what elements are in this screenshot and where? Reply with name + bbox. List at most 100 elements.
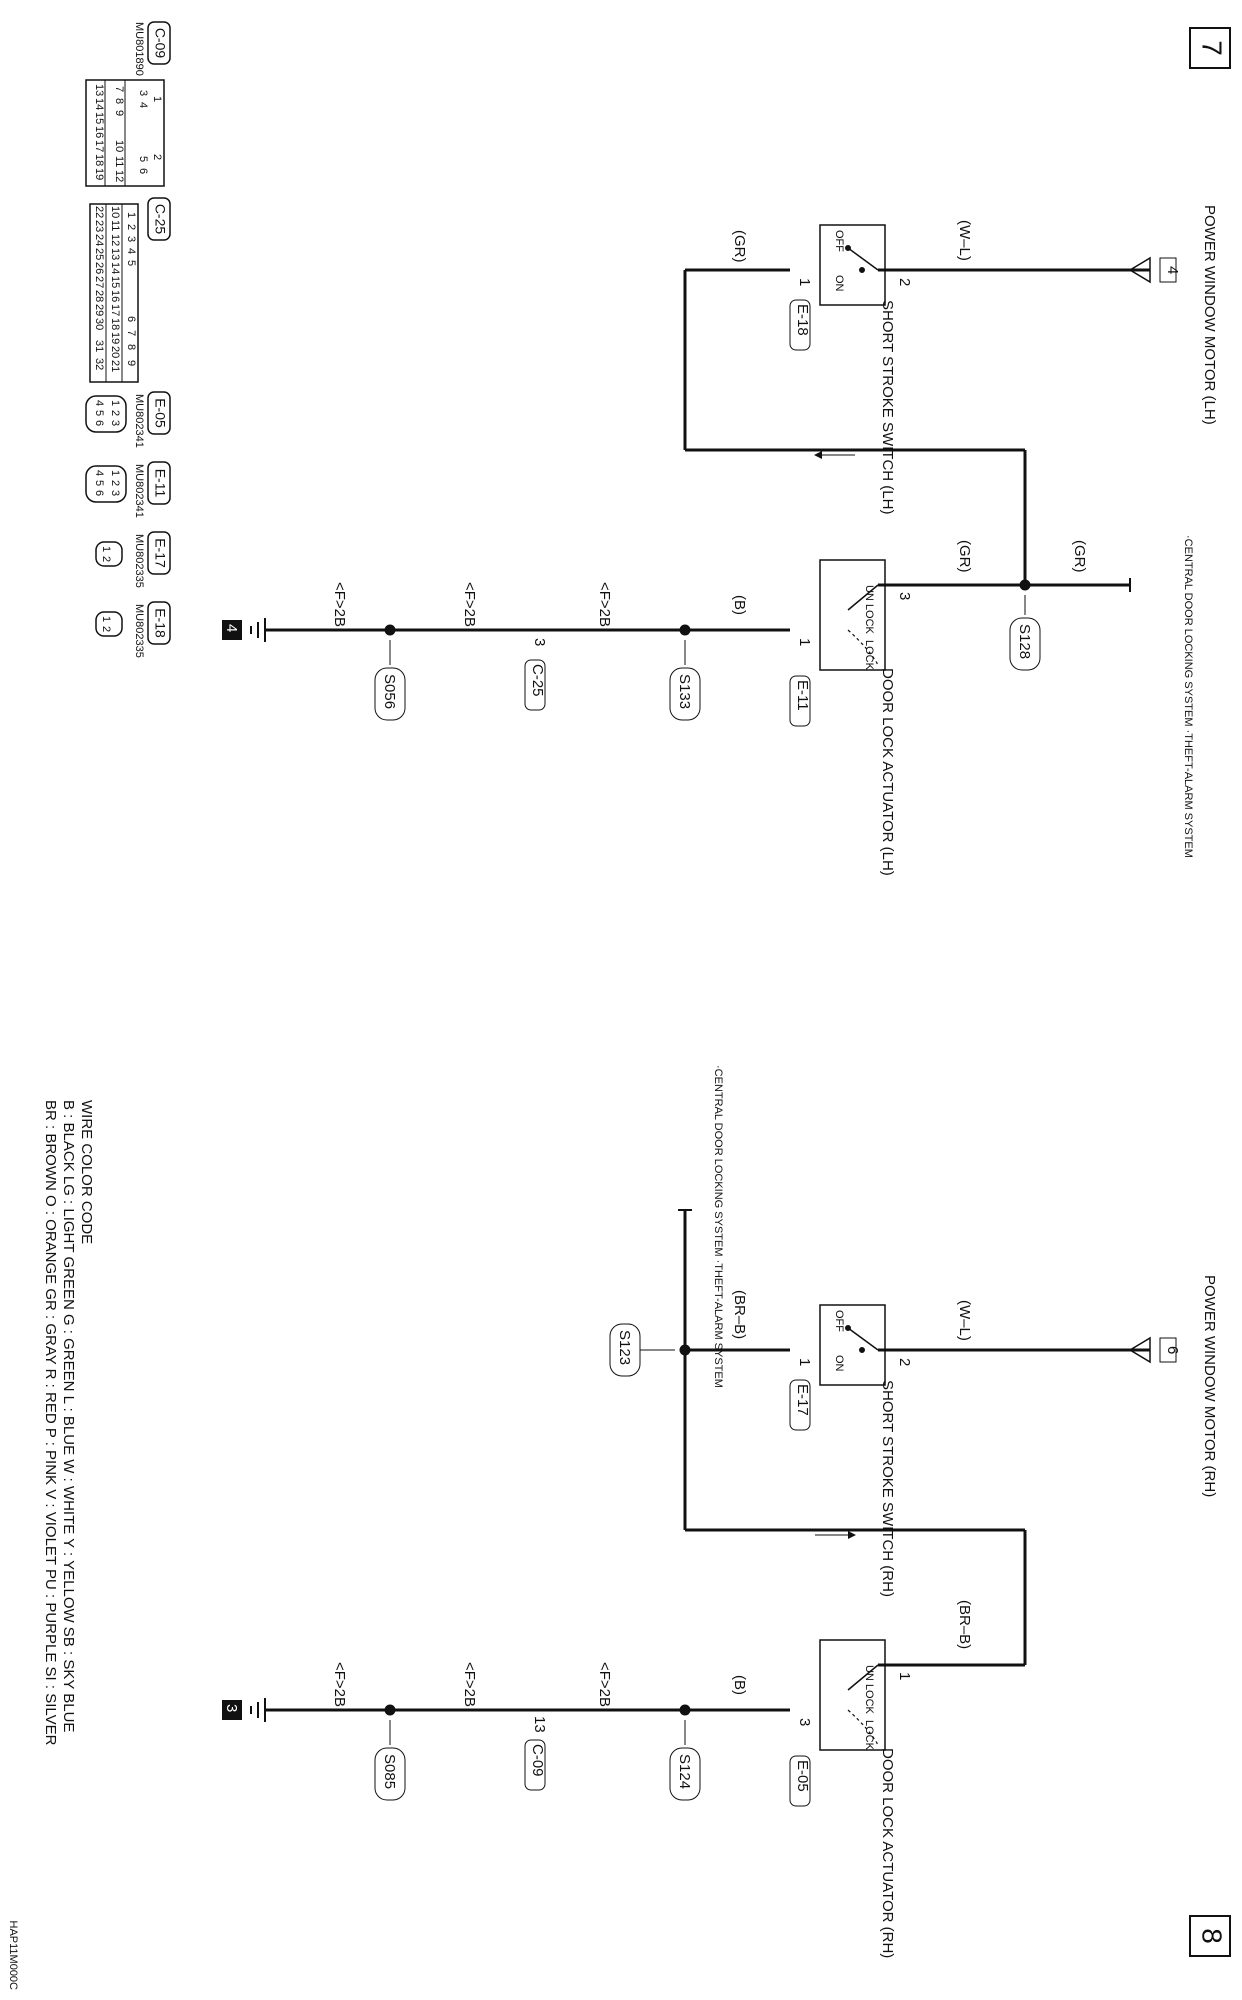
svg-text:E-05: E-05 (152, 398, 168, 428)
svg-text:S085: S085 (381, 1754, 398, 1789)
svg-text:2: 2 (100, 626, 112, 632)
svg-text:18: 18 (109, 318, 121, 330)
svg-text:3: 3 (109, 420, 121, 426)
svg-text:28: 28 (93, 290, 105, 302)
page-marker-8: 8 (1189, 1915, 1231, 1957)
rh-circuit (250, 1209, 1151, 1751)
svg-text:11: 11 (113, 156, 125, 167)
svg-text:20: 20 (109, 346, 121, 358)
svg-text:S133: S133 (676, 674, 693, 709)
svg-text:30: 30 (93, 318, 105, 330)
svg-text:8: 8 (113, 98, 125, 104)
svg-text:4: 4 (93, 400, 105, 406)
svg-text:WIRE COLOR CODE: WIRE COLOR CODE (78, 1100, 95, 1244)
connector-c09: C-09 MU801890 1 2 3 4 5 6 7 8 9 10 11 12… (85, 21, 171, 187)
svg-text:3: 3 (137, 90, 149, 96)
splice-dot-s128 (1019, 579, 1031, 591)
connector-e11: E-11 MU802341 1 2 3 4 5 6 (85, 461, 171, 518)
lh-circuit (250, 224, 1151, 671)
svg-text:1: 1 (109, 470, 121, 476)
svg-text:(GR): (GR) (956, 540, 973, 573)
svg-text:27: 27 (93, 276, 105, 288)
svg-text:3: 3 (125, 236, 137, 242)
svg-text:ON: ON (833, 1355, 845, 1372)
splice-dot-s124 (679, 1704, 691, 1716)
svg-text:2: 2 (109, 410, 121, 416)
svg-text:18: 18 (93, 154, 105, 166)
svg-text:<F>2B: <F>2B (331, 582, 348, 627)
connector-e17: E-17 MU802335 1 2 (95, 531, 171, 588)
svg-text:15: 15 (93, 112, 105, 124)
svg-text:(W–L): (W–L) (956, 220, 973, 261)
connector-code: MU802341 (133, 464, 145, 518)
svg-text:1: 1 (796, 1358, 813, 1366)
svg-text:17: 17 (93, 140, 105, 152)
svg-text:1: 1 (896, 1672, 913, 1680)
svg-text:(W–L): (W–L) (956, 1300, 973, 1341)
connector-code: MU802335 (133, 604, 145, 658)
switch-label-lh: SHORT STROKE SWITCH (LH) (879, 300, 896, 514)
svg-text:<F>2B: <F>2B (331, 1662, 348, 1707)
svg-text:23: 23 (93, 220, 105, 232)
splice-dot-s085 (384, 1704, 396, 1716)
svg-text:<F>2B: <F>2B (461, 582, 478, 627)
svg-text:OFF: OFF (833, 230, 845, 252)
svg-text:2: 2 (100, 556, 112, 562)
svg-text:3: 3 (796, 1718, 813, 1726)
svg-text:C-09: C-09 (152, 28, 168, 59)
lh-labels: POWER WINDOW MOTOR (LH) 4 (W–L) (GR) (GR… (222, 205, 1218, 876)
connector-e18: E-18 MU802335 1 2 (95, 601, 171, 658)
svg-text:19: 19 (93, 168, 105, 180)
svg-text:2: 2 (896, 1358, 913, 1366)
svg-text:4: 4 (137, 102, 149, 108)
svg-text:3: 3 (531, 638, 548, 646)
svg-text:<F>2B: <F>2B (596, 582, 613, 627)
svg-text:4: 4 (1164, 266, 1181, 274)
svg-text:S124: S124 (676, 1754, 693, 1789)
door-lock-actuator-rh (819, 1639, 886, 1751)
svg-text:12: 12 (113, 170, 125, 182)
svg-text:25: 25 (93, 248, 105, 260)
connector-code: MU802341 (133, 394, 145, 448)
svg-text:10: 10 (109, 206, 121, 218)
connector-code: MU801890 (133, 22, 145, 76)
svg-text:E-17: E-17 (152, 538, 168, 568)
actuator-label-lh: DOOR LOCK ACTUATOR (LH) (879, 668, 896, 876)
splice-dot-s133 (679, 624, 691, 636)
svg-text:E-18: E-18 (152, 608, 168, 638)
svg-text:E-11: E-11 (794, 680, 811, 711)
svg-text:<F>2B: <F>2B (461, 1662, 478, 1707)
svg-text:5: 5 (93, 410, 105, 416)
svg-text:1: 1 (109, 400, 121, 406)
connector-c25: C-25 1 2 3 4 5 6 7 8 9 10 11 12 13 14 15… (89, 197, 171, 383)
svg-text:(BR–B): (BR–B) (956, 1600, 973, 1649)
svg-text:LOCK: LOCK (863, 640, 875, 671)
svg-text:1: 1 (100, 546, 112, 552)
svg-text:LOCK: LOCK (863, 1720, 875, 1751)
ground-marker-lh: 4 (223, 624, 240, 632)
svg-text:1: 1 (796, 638, 813, 646)
svg-text:6: 6 (93, 420, 105, 426)
svg-text:2: 2 (109, 480, 121, 486)
svg-text:E-17: E-17 (794, 1384, 811, 1416)
svg-text:C-25: C-25 (152, 204, 168, 235)
svg-text:(GR): (GR) (1071, 540, 1088, 573)
splice-dot-s123 (679, 1344, 691, 1356)
svg-text:·CENTRAL DOOR LOCKING SYSTEM ·: ·CENTRAL DOOR LOCKING SYSTEM ·THEFT-ALAR… (712, 1065, 724, 1388)
svg-text:6: 6 (93, 490, 105, 496)
svg-text:4: 4 (125, 248, 137, 254)
svg-text:16: 16 (93, 126, 105, 138)
svg-text:12: 12 (109, 234, 121, 246)
svg-text:BR : BROWN O : ORANGE GR: BR : BROWN O : ORANGE GR : GRAY R : RED … (42, 1100, 59, 1746)
svg-text:S128: S128 (1016, 624, 1033, 659)
svg-text:14: 14 (109, 262, 121, 274)
svg-text:3: 3 (896, 592, 913, 600)
svg-text:24: 24 (93, 234, 105, 246)
svg-text:6: 6 (137, 168, 149, 174)
svg-text:E-18: E-18 (794, 304, 811, 336)
motor-label-lh: POWER WINDOW MOTOR (LH) (1201, 205, 1218, 425)
svg-text:C-09: C-09 (529, 1744, 546, 1777)
svg-text:14: 14 (93, 98, 105, 110)
svg-text:31: 31 (93, 340, 105, 352)
svg-text:2: 2 (896, 278, 913, 286)
